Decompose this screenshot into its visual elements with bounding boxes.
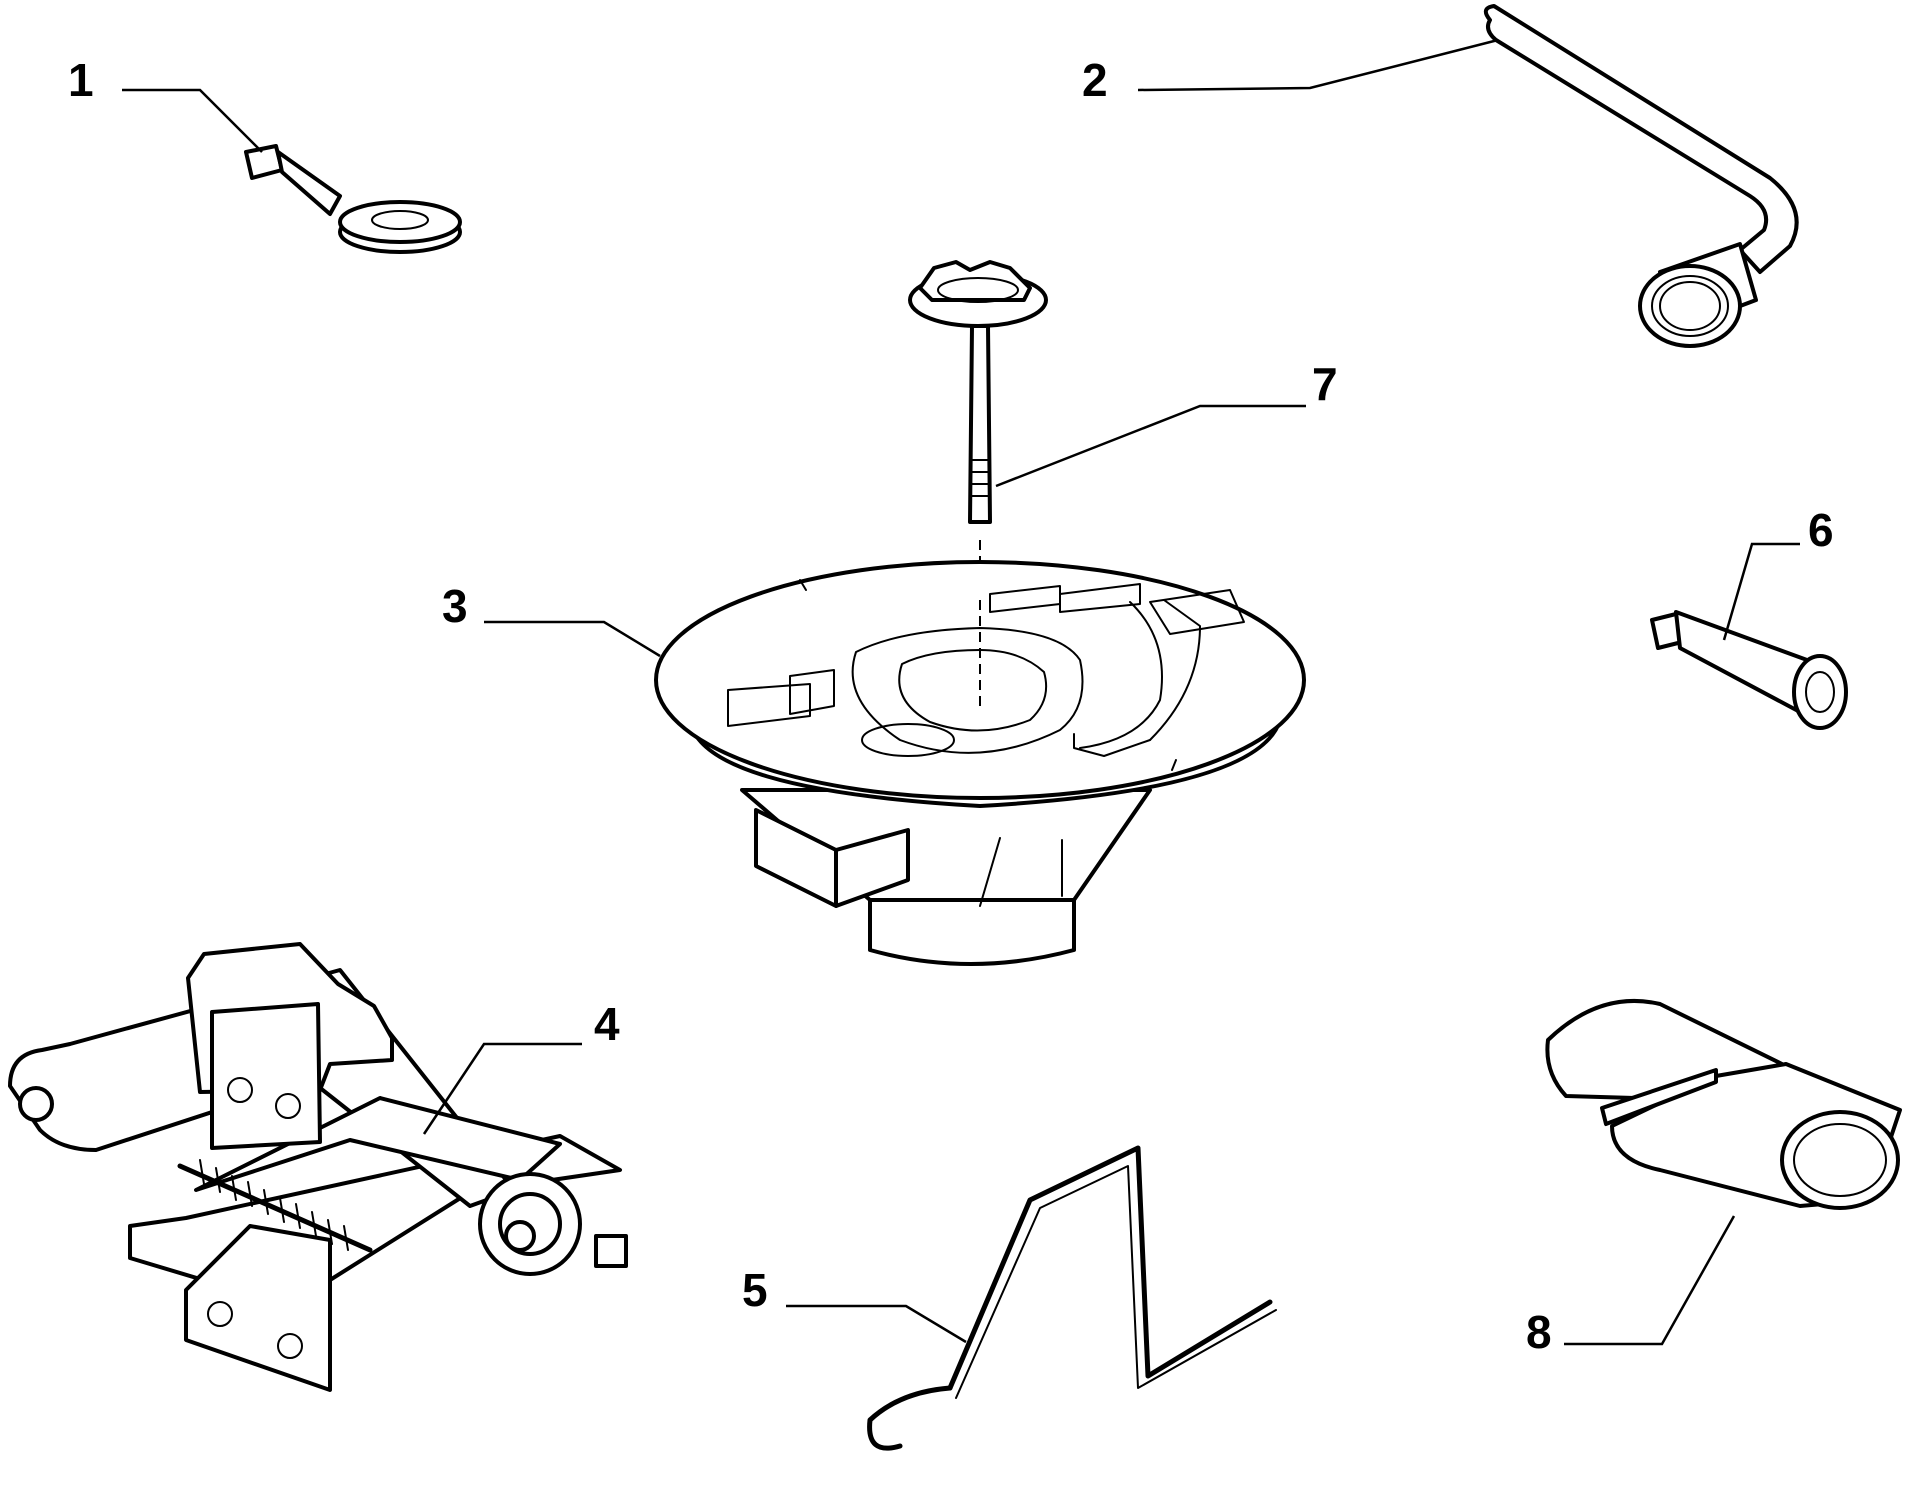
part-3-spare-wheel-holder[interactable] xyxy=(654,560,1306,966)
part-2-wheel-wrench[interactable] xyxy=(1483,4,1799,348)
part-4-scissor-jack[interactable] xyxy=(8,942,628,1392)
callout-3: 3 xyxy=(442,580,661,658)
callout-7-number: 7 xyxy=(1312,358,1338,410)
callout-2-number: 2 xyxy=(1082,54,1108,106)
callout-3-number: 3 xyxy=(442,580,468,632)
callout-5-number: 5 xyxy=(742,1264,768,1316)
callout-4-number: 4 xyxy=(594,998,620,1050)
callout-6-number: 6 xyxy=(1808,504,1834,556)
part-8-tool-bag[interactable] xyxy=(1545,999,1902,1210)
callout-5: 5 xyxy=(742,1264,967,1344)
callout-2: 2 xyxy=(1082,38,1499,106)
callout-1: 1 xyxy=(68,54,263,153)
callout-6: 6 xyxy=(1722,504,1834,641)
part-1-tow-eye[interactable] xyxy=(244,144,462,254)
callout-7: 7 xyxy=(995,358,1338,488)
callout-4: 4 xyxy=(422,998,620,1135)
part-6-bolt-adapter[interactable] xyxy=(1650,610,1848,730)
callout-8-number: 8 xyxy=(1526,1306,1552,1358)
part-7-fixing-bolt[interactable] xyxy=(908,260,1048,718)
callout-8: 8 xyxy=(1526,1215,1736,1358)
part-5-jack-crank-handle[interactable] xyxy=(867,1145,1277,1451)
callout-1-number: 1 xyxy=(68,54,94,106)
